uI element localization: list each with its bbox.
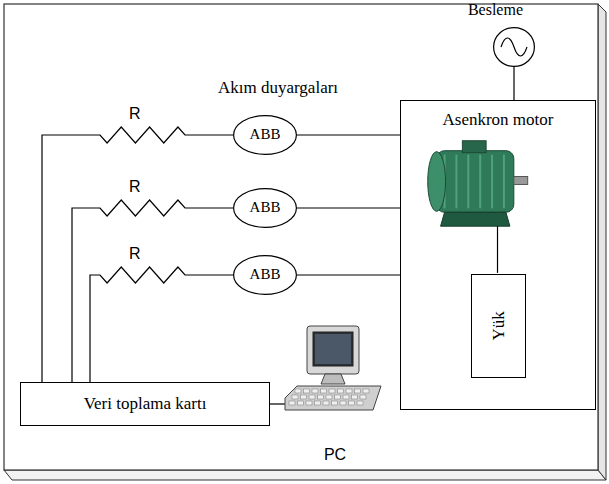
key xyxy=(335,395,341,399)
sensor-label: ABB xyxy=(250,126,281,143)
key xyxy=(301,395,307,399)
ac-source: Besleme xyxy=(493,27,535,67)
key xyxy=(338,389,344,393)
key xyxy=(363,389,369,393)
motor-body xyxy=(437,151,514,213)
monitor-stand xyxy=(321,374,345,384)
current-sensor: ABB xyxy=(233,255,297,295)
pc-label: PC xyxy=(285,446,385,464)
sensor-ellipse xyxy=(234,116,297,155)
load-box: Yük xyxy=(471,274,526,378)
key xyxy=(318,395,324,399)
motor-feet xyxy=(441,212,510,226)
key xyxy=(298,401,304,405)
key xyxy=(346,389,352,393)
sensor-ellipse xyxy=(234,189,297,228)
cooling-fin xyxy=(491,155,493,209)
wire xyxy=(297,134,400,135)
caption-holder: PC xyxy=(285,446,385,464)
screen-glare xyxy=(315,334,351,364)
box-label: Veri toplama kartı xyxy=(84,394,207,414)
monitor-screen xyxy=(313,332,353,366)
source-label: Besleme xyxy=(468,1,523,19)
resistor-label: R xyxy=(129,105,141,123)
platform-side xyxy=(598,4,606,480)
keyboard xyxy=(285,386,381,410)
pc-icon: PC xyxy=(285,322,385,428)
key xyxy=(349,401,355,405)
key xyxy=(323,401,329,405)
current-sensor: ABB xyxy=(233,188,297,228)
platform-base xyxy=(4,470,606,480)
sensor-ellipse xyxy=(234,256,297,295)
box-label: Asenkron motor xyxy=(443,110,554,130)
key xyxy=(360,395,366,399)
cooling-fin xyxy=(455,155,457,209)
wire xyxy=(297,207,400,208)
resistor-label: R xyxy=(129,245,141,263)
resistor-label: R xyxy=(129,178,141,196)
shaft-line xyxy=(497,226,498,273)
key xyxy=(309,395,315,399)
resistor-wire xyxy=(42,127,233,382)
sine-wave xyxy=(501,38,527,56)
ac-source-symbol xyxy=(493,27,535,67)
motor-box: Yük Asenkron motor xyxy=(400,100,596,410)
key xyxy=(340,401,346,405)
wire xyxy=(270,403,285,404)
key xyxy=(312,389,318,393)
daq-card-box: Veri toplama kartı xyxy=(20,382,270,426)
key xyxy=(315,401,321,405)
resistor-wire xyxy=(72,200,233,382)
resistor-wire xyxy=(90,267,233,382)
key xyxy=(332,401,338,405)
key xyxy=(355,389,361,393)
sensor-label: ABB xyxy=(250,266,281,283)
source-circle xyxy=(494,28,535,67)
group-label: Akım duyargaları xyxy=(218,78,338,98)
terminal-box xyxy=(462,141,486,153)
key xyxy=(289,401,295,405)
key xyxy=(295,389,301,393)
motor-shaft xyxy=(514,177,528,185)
current-sensor: ABB xyxy=(233,115,297,155)
platform-border xyxy=(4,4,598,470)
key xyxy=(326,395,332,399)
key xyxy=(304,389,310,393)
key xyxy=(357,401,363,405)
wire xyxy=(513,67,514,100)
cooling-fin xyxy=(503,155,505,209)
cooling-fin xyxy=(467,155,469,209)
key xyxy=(352,395,358,399)
sensor-label: ABB xyxy=(250,199,281,216)
key xyxy=(343,395,349,399)
load-label: Yük xyxy=(489,311,509,340)
key xyxy=(329,389,335,393)
key xyxy=(292,395,298,399)
motor-end-cap xyxy=(428,152,446,212)
heading-holder: Besleme xyxy=(468,1,523,19)
key xyxy=(321,389,327,393)
key xyxy=(306,401,312,405)
monitor-case xyxy=(307,326,359,374)
pc-illustration xyxy=(285,322,385,428)
wire xyxy=(297,274,400,275)
cooling-fin xyxy=(479,155,481,209)
